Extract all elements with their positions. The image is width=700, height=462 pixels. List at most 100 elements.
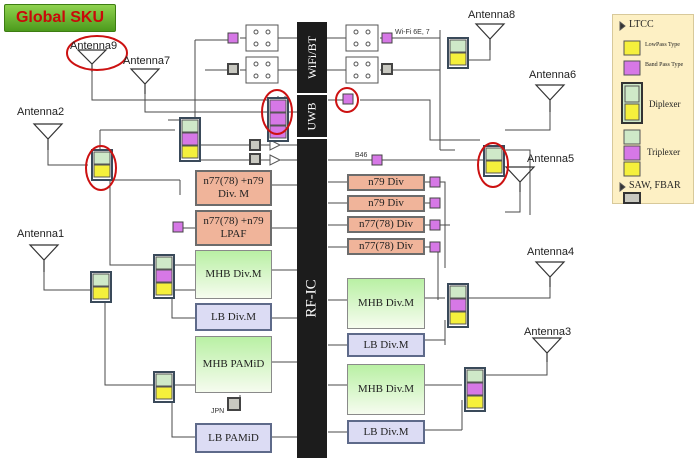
lowpass-cell: [92, 286, 110, 300]
antenna8-icon: [474, 23, 506, 50]
antenna4-icon: [534, 261, 566, 287]
antenna5-icon: [504, 166, 536, 192]
line-left-rfic: [272, 269, 300, 438]
lowpass-cell: [449, 52, 467, 66]
highlight-uwb-filters: [261, 89, 293, 135]
lowpass-cell: [155, 282, 173, 296]
bandpass-cell: [269, 112, 287, 126]
small-filter-layer: [172, 32, 441, 253]
line-left-pamid: [171, 384, 195, 438]
saw-fbar-filter: [381, 63, 393, 75]
wifi-bt-bar: WiFi/BT: [297, 22, 327, 93]
line-antenna3: [482, 360, 548, 376]
saw-fbar-filter: [227, 63, 239, 75]
highlight-right-diplexer: [477, 142, 509, 188]
diplexer-cell: [155, 373, 173, 387]
diplexer-cell: [181, 119, 199, 133]
switch-node: [253, 73, 259, 79]
line-wifi-right-drop: [439, 30, 455, 151]
switch-node: [353, 41, 359, 47]
antenna7-icon: [129, 68, 161, 94]
legend-bandpass-label: Band Pass Type: [645, 62, 684, 68]
antenna8-label: Antenna8: [468, 9, 516, 21]
switch-node: [253, 61, 259, 67]
uwb-bar: UWB: [297, 95, 327, 137]
highlight-left-diplexer: [85, 145, 117, 191]
rf-ic-label: RF-IC: [303, 279, 320, 318]
line-antenna6: [505, 110, 551, 131]
diplexer-cell: [449, 39, 467, 53]
line-antenna1: [43, 270, 92, 291]
switch-node: [253, 41, 259, 47]
wifi-switch-left-1: [245, 24, 279, 52]
antenna3-label: Antenna3: [524, 326, 572, 338]
n77-div-block-2: n77(78) Div: [347, 238, 425, 255]
diplexer-cell: [449, 285, 467, 299]
antenna4-label: Antenna4: [527, 246, 575, 258]
line-antenna5: [505, 190, 521, 213]
legend-swatches: [619, 20, 643, 204]
antenna2-label: Antenna2: [17, 106, 65, 118]
bandpass-filter: [429, 197, 441, 209]
legend-triplexer-bottom: [623, 161, 641, 177]
switch-node: [365, 61, 371, 67]
uwb-label: UWB: [304, 102, 319, 130]
line-left-mhb: [171, 264, 195, 319]
antenna1-label: Antenna1: [17, 228, 65, 240]
bandpass-cell: [181, 132, 199, 146]
line-antenna4: [465, 285, 551, 299]
lb-div-m-left-block: LB Div.M: [195, 303, 272, 331]
amplifiers: [269, 139, 282, 166]
legend-triplexer-middle: [623, 145, 641, 161]
lowpass-cell: [485, 160, 503, 174]
line-right-n-div-rfic: [328, 181, 347, 248]
highlight-uwb-bandpass: [335, 87, 359, 113]
bandpass-filter: [342, 93, 354, 105]
legend-saw-fbar-label: SAW, FBAR: [629, 180, 681, 191]
rf-ic-bar: RF-IC: [297, 139, 327, 458]
saw-fbar-filter: [249, 139, 261, 151]
title-badge: Global SKU: [4, 4, 116, 32]
wifi-switch-right-2: [345, 56, 379, 84]
bandpass-cell: [449, 298, 467, 312]
switch-node: [353, 73, 359, 79]
diplexer-cell: [155, 256, 173, 270]
bandpass-cell: [269, 99, 287, 113]
lb-div-m-right-bottom-block: LB Div.M: [347, 420, 425, 444]
bandpass-filter: [172, 221, 184, 233]
legend-bullet-icon: [619, 181, 626, 193]
legend-diplexer-label: Diplexer: [649, 99, 681, 109]
switch-node: [365, 73, 371, 79]
mhb-div-m-right-top-block: MHB Div.M: [347, 278, 425, 329]
antenna3-icon: [531, 337, 563, 362]
saw-fbar-filter: [249, 153, 261, 165]
jpn-saw-filter: [227, 397, 241, 411]
n77-n79-div-m-block: n77(78) +n79 Div. M: [195, 170, 272, 206]
b46-label: B46: [355, 152, 368, 159]
antenna5-label: Antenna5: [527, 153, 575, 165]
lowpass-cell: [93, 164, 111, 178]
bandpass-filter: [429, 219, 441, 231]
diplexer-cell: [92, 273, 110, 287]
legend-triplexer-top: [623, 129, 641, 145]
amp-icon-2: [269, 154, 282, 166]
line-uwb-right: [328, 99, 480, 141]
line-diplexer-left: [99, 129, 175, 150]
diplexer-cell: [485, 147, 503, 161]
line-wifi-top-left: [168, 39, 230, 121]
line-right-antenna5: [505, 149, 531, 215]
filter-module-layer: [90, 37, 505, 412]
switch-node: [265, 29, 271, 35]
highlight-marks: [66, 35, 509, 191]
diplexer-cell: [466, 369, 484, 383]
lb-div-m-right-top-block: LB Div.M: [347, 333, 425, 357]
bandpass-filter: [371, 154, 383, 166]
bandpass-cell: [466, 382, 484, 396]
jpn-label: JPN: [211, 408, 225, 415]
amp-icon-1: [269, 139, 282, 151]
bandpass-filter: [227, 32, 239, 44]
switch-node: [353, 29, 359, 35]
legend-bullet-icon: [619, 20, 626, 32]
